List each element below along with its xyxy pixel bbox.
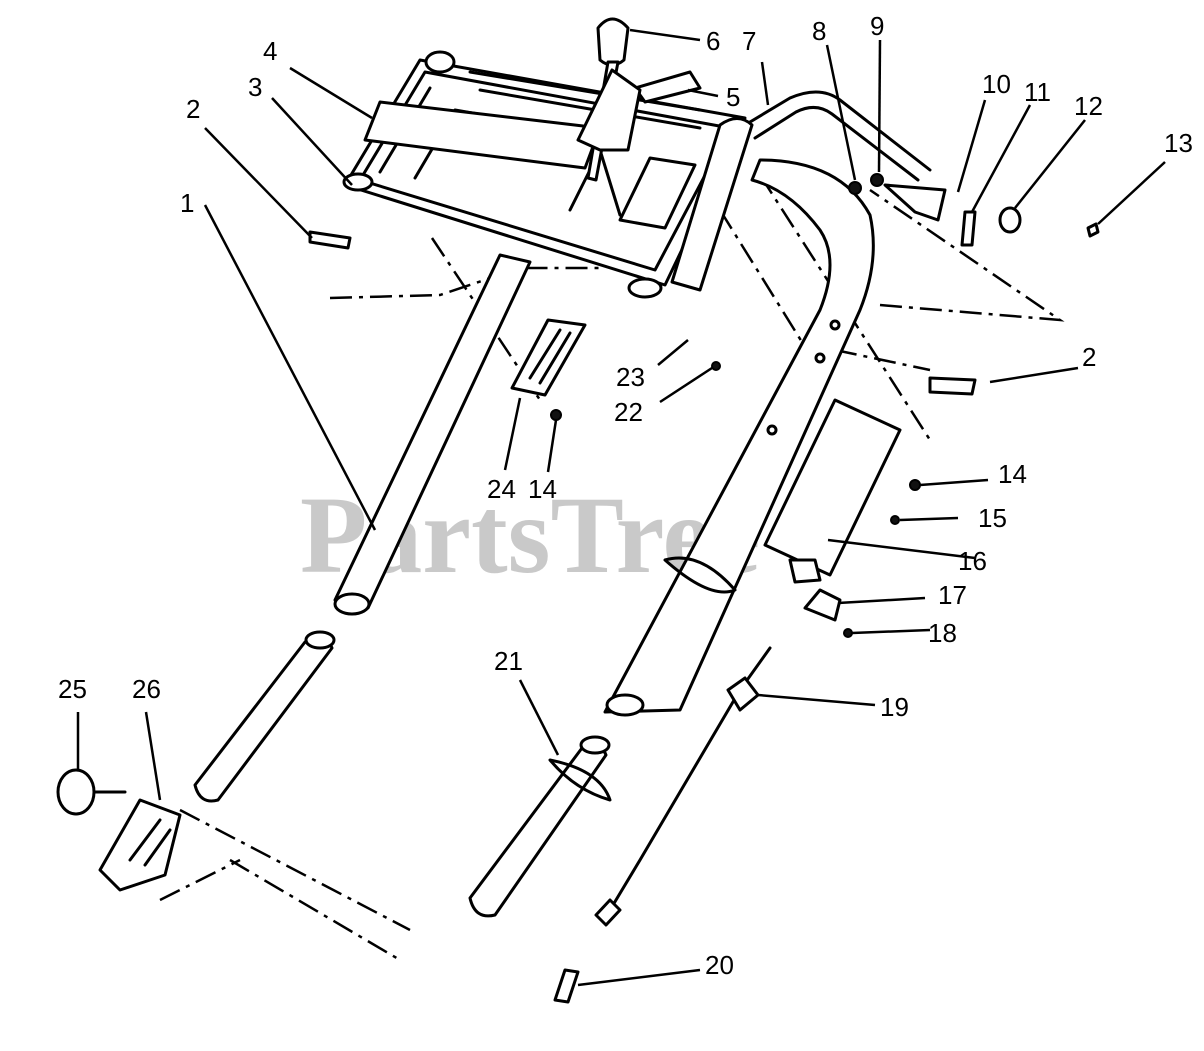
callout-2: 2 [186, 94, 200, 124]
callout-1: 1 [180, 188, 194, 218]
callout-labels: 1 2 2 3 4 5 6 7 8 9 10 11 12 13 14 14 15… [58, 11, 1193, 980]
callout-13: 13 [1164, 128, 1193, 158]
shift-cable [553, 646, 772, 1004]
adjuster-knob [56, 768, 182, 892]
leader-lines [76, 28, 1166, 987]
callout-23: 23 [616, 362, 645, 392]
control-panel [342, 50, 747, 299]
callout-4: 4 [263, 36, 277, 66]
left-lower-handle-tube [333, 253, 532, 616]
callout-2b: 2 [1082, 342, 1096, 372]
callout-22: 22 [614, 397, 643, 427]
callout-12: 12 [1074, 91, 1103, 121]
callout-14b: 14 [998, 459, 1027, 489]
shift-bracket [763, 398, 902, 622]
callout-18: 18 [928, 618, 957, 648]
callout-5: 5 [726, 82, 740, 112]
channel-bracket [510, 318, 587, 397]
callout-24: 24 [487, 474, 516, 504]
hardware-group [308, 173, 1100, 638]
callout-21: 21 [494, 646, 523, 676]
callout-10: 10 [982, 69, 1011, 99]
callout-16: 16 [958, 546, 987, 576]
callout-6: 6 [706, 26, 720, 56]
shift-lever [576, 17, 642, 182]
callout-8: 8 [812, 16, 826, 46]
callout-26: 26 [132, 674, 161, 704]
callout-15: 15 [978, 503, 1007, 533]
callout-25: 25 [58, 674, 87, 704]
callout-19: 19 [880, 692, 909, 722]
callout-20: 20 [705, 950, 734, 980]
lower-tubes [193, 556, 737, 918]
right-upper-handle [603, 90, 932, 717]
callout-3: 3 [248, 72, 262, 102]
callout-11: 11 [1024, 77, 1051, 107]
callout-17: 17 [938, 580, 967, 610]
callout-7: 7 [742, 26, 756, 56]
callout-14: 14 [528, 474, 557, 504]
callout-9: 9 [870, 11, 884, 41]
